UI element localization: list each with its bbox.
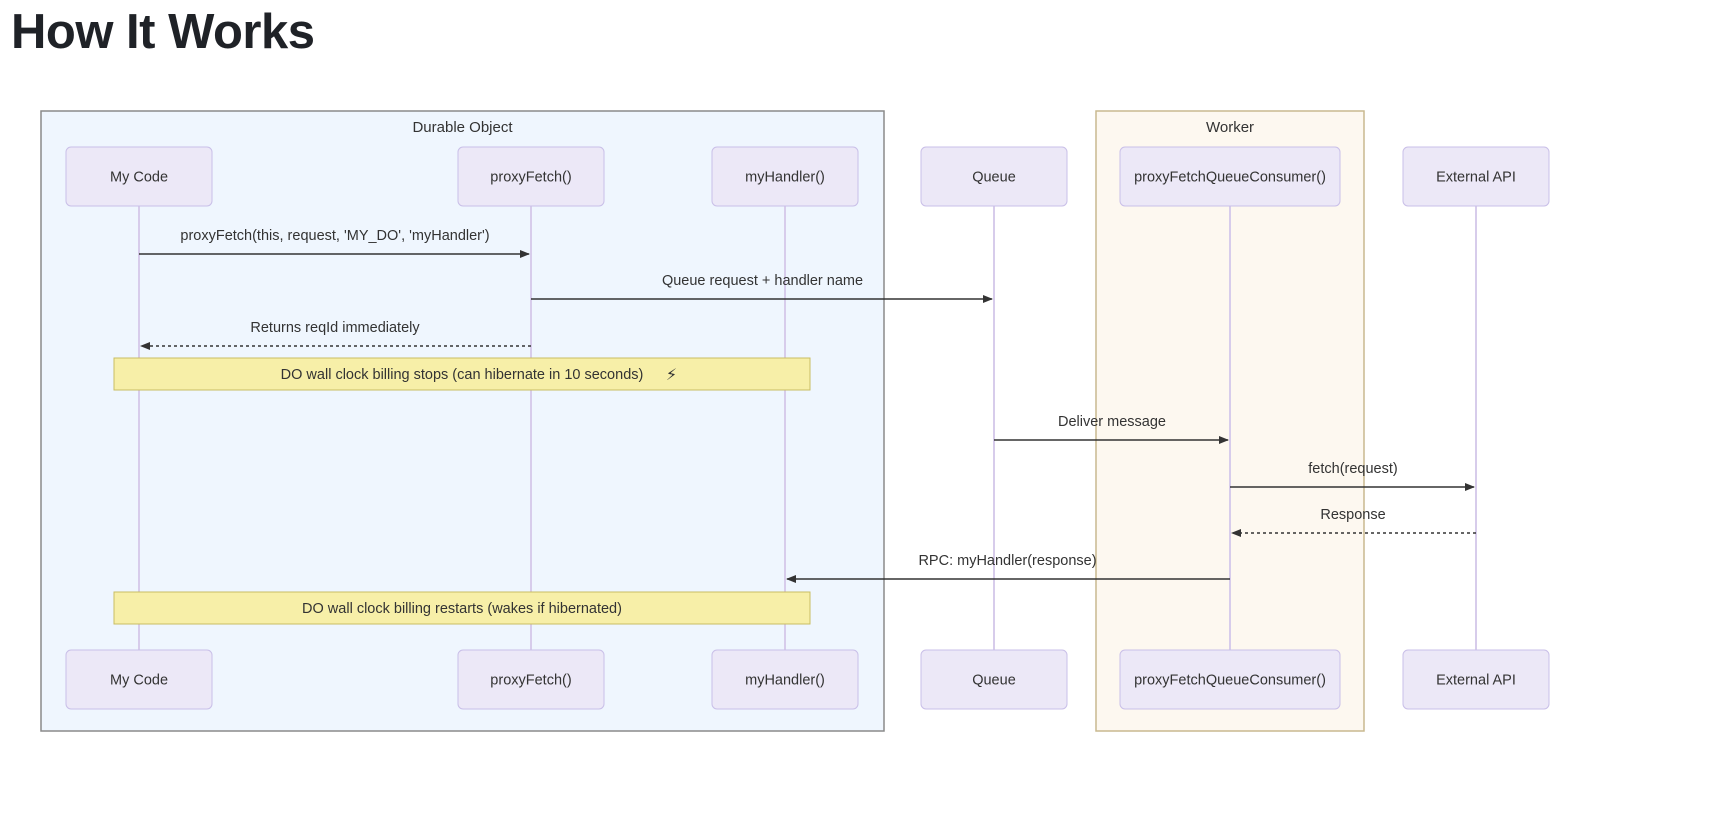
note-billing-stops-text: DO wall clock billing stops (can hiberna… bbox=[281, 367, 644, 383]
participant-box-queue-top[interactable] bbox=[920, 146, 1068, 207]
msg-returns-reqid: Returns reqId immediately bbox=[140, 320, 531, 350]
participant-box-proxy-fetch-queue-consumer-bottom[interactable] bbox=[1119, 649, 1341, 710]
participant-external-api-top[interactable]: External API bbox=[1402, 146, 1550, 207]
note-billing-restarts: DO wall clock billing restarts (wakes if… bbox=[113, 591, 811, 625]
msg-deliver-message-label: Deliver message bbox=[1058, 414, 1166, 430]
participant-label-proxy-fetch-queue-consumer-bottom: proxyFetchQueueConsumer() bbox=[1134, 673, 1326, 689]
participant-proxy-fetch-top[interactable]: proxyFetch() bbox=[457, 146, 605, 207]
participant-label-proxy-fetch-queue-consumer-top: proxyFetchQueueConsumer() bbox=[1134, 170, 1326, 186]
participant-proxy-fetch-bottom[interactable]: proxyFetch() bbox=[457, 649, 605, 710]
participant-label-proxy-fetch-top: proxyFetch() bbox=[490, 170, 571, 186]
note-billing-restarts-rect bbox=[113, 591, 811, 625]
participant-my-code-top[interactable]: My Code bbox=[65, 146, 213, 207]
participant-proxy-fetch-queue-consumer-bottom[interactable]: proxyFetchQueueConsumer() bbox=[1119, 649, 1341, 710]
participant-label-queue-top: Queue bbox=[972, 170, 1016, 186]
notes-layer: DO wall clock billing stops (can hiberna… bbox=[113, 357, 811, 625]
participant-box-external-api-bottom[interactable] bbox=[1402, 649, 1550, 710]
note-billing-stops-rect bbox=[113, 357, 811, 391]
participant-external-api-bottom[interactable]: External API bbox=[1402, 649, 1550, 710]
lightning-bolt-icon: ⚡ bbox=[666, 367, 677, 384]
msg-proxyfetch-call-label: proxyFetch(this, request, 'MY_DO', 'myHa… bbox=[180, 228, 489, 244]
participant-box-external-api-top[interactable] bbox=[1402, 146, 1550, 207]
participants-layer: My Code proxyFetch() myHandler() Queue proxy… bbox=[65, 146, 1550, 710]
participant-my-handler-top[interactable]: myHandler() bbox=[711, 146, 859, 207]
msg-fetch-request: fetch(request) bbox=[1230, 461, 1475, 491]
participant-my-handler-bottom[interactable]: myHandler() bbox=[711, 649, 859, 710]
participant-label-queue-bottom: Queue bbox=[972, 673, 1016, 689]
participant-label-my-code-top: My Code bbox=[110, 170, 168, 186]
page-title: How It Works bbox=[11, 5, 315, 59]
group-box-durable-object: Durable Object bbox=[40, 110, 885, 732]
msg-queue-request-label: Queue request + handler name bbox=[662, 273, 863, 289]
participant-label-proxy-fetch-bottom: proxyFetch() bbox=[490, 673, 571, 689]
participant-label-my-handler-bottom: myHandler() bbox=[745, 673, 825, 689]
participant-box-queue-bottom[interactable] bbox=[920, 649, 1068, 710]
participant-label-my-code-bottom: My Code bbox=[110, 673, 168, 689]
msg-response-label: Response bbox=[1320, 507, 1385, 523]
participant-box-my-handler-bottom[interactable] bbox=[711, 649, 859, 710]
participant-box-my-code-bottom[interactable] bbox=[65, 649, 213, 710]
participant-proxy-fetch-queue-consumer-top[interactable]: proxyFetchQueueConsumer() bbox=[1119, 146, 1341, 207]
participant-label-external-api-top: External API bbox=[1436, 170, 1516, 186]
msg-rpc-myhandler-label: RPC: myHandler(response) bbox=[918, 553, 1096, 569]
group-box-rect-durable-object bbox=[40, 110, 885, 732]
msg-queue-request: Queue request + handler name bbox=[531, 273, 993, 303]
msg-rpc-myhandler: RPC: myHandler(response) bbox=[786, 553, 1230, 583]
msg-response: Response bbox=[1231, 507, 1476, 537]
group-label-durable-object: Durable Object bbox=[412, 119, 513, 136]
participant-label-my-handler-top: myHandler() bbox=[745, 170, 825, 186]
participant-box-proxy-fetch-queue-consumer-top[interactable] bbox=[1119, 146, 1341, 207]
group-label-worker: Worker bbox=[1206, 119, 1254, 136]
participant-box-my-handler-top[interactable] bbox=[711, 146, 859, 207]
msg-fetch-request-label: fetch(request) bbox=[1308, 461, 1397, 477]
msg-deliver-message: Deliver message bbox=[994, 414, 1229, 444]
messages-layer: proxyFetch(this, request, 'MY_DO', 'myHa… bbox=[139, 228, 1476, 583]
participant-queue-top[interactable]: Queue bbox=[920, 146, 1068, 207]
msg-proxyfetch-call: proxyFetch(this, request, 'MY_DO', 'myHa… bbox=[139, 228, 530, 258]
participant-label-external-api-bottom: External API bbox=[1436, 673, 1516, 689]
participant-my-code-bottom[interactable]: My Code bbox=[65, 649, 213, 710]
lifelines-layer bbox=[138, 206, 1477, 650]
note-billing-stops: DO wall clock billing stops (can hiberna… bbox=[113, 357, 811, 391]
msg-returns-reqid-label: Returns reqId immediately bbox=[250, 320, 420, 336]
note-billing-restarts-text: DO wall clock billing restarts (wakes if… bbox=[302, 601, 622, 617]
participant-queue-bottom[interactable]: Queue bbox=[920, 649, 1068, 710]
participant-box-proxy-fetch-top[interactable] bbox=[457, 146, 605, 207]
participant-box-my-code-top[interactable] bbox=[65, 146, 213, 207]
participant-box-proxy-fetch-bottom[interactable] bbox=[457, 649, 605, 710]
